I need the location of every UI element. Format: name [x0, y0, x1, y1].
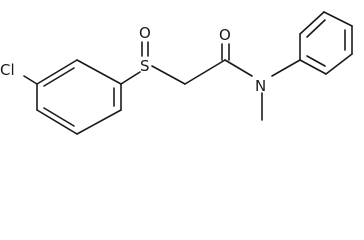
chemical-structure: Cl S O O N — [0, 11, 353, 135]
phenyl-ring — [299, 11, 353, 75]
chlorophenyl-ring — [36, 59, 122, 135]
ring-s-bond — [120, 71, 141, 85]
s-ch2-bond — [151, 65, 186, 85]
c-cl-bond — [23, 75, 38, 85]
n-phenyl-bond — [271, 59, 301, 77]
chlorine-label: Cl — [0, 61, 15, 79]
ch2-carbonyl-bond — [184, 59, 226, 85]
amide-nitrogen-label: N — [255, 77, 266, 95]
carbonyl-oxygen-label: O — [219, 26, 231, 44]
sulfur-label: S — [140, 57, 150, 75]
carbonyl-n-bond — [224, 59, 253, 77]
sulfoxide-oxygen-label: O — [139, 24, 151, 42]
